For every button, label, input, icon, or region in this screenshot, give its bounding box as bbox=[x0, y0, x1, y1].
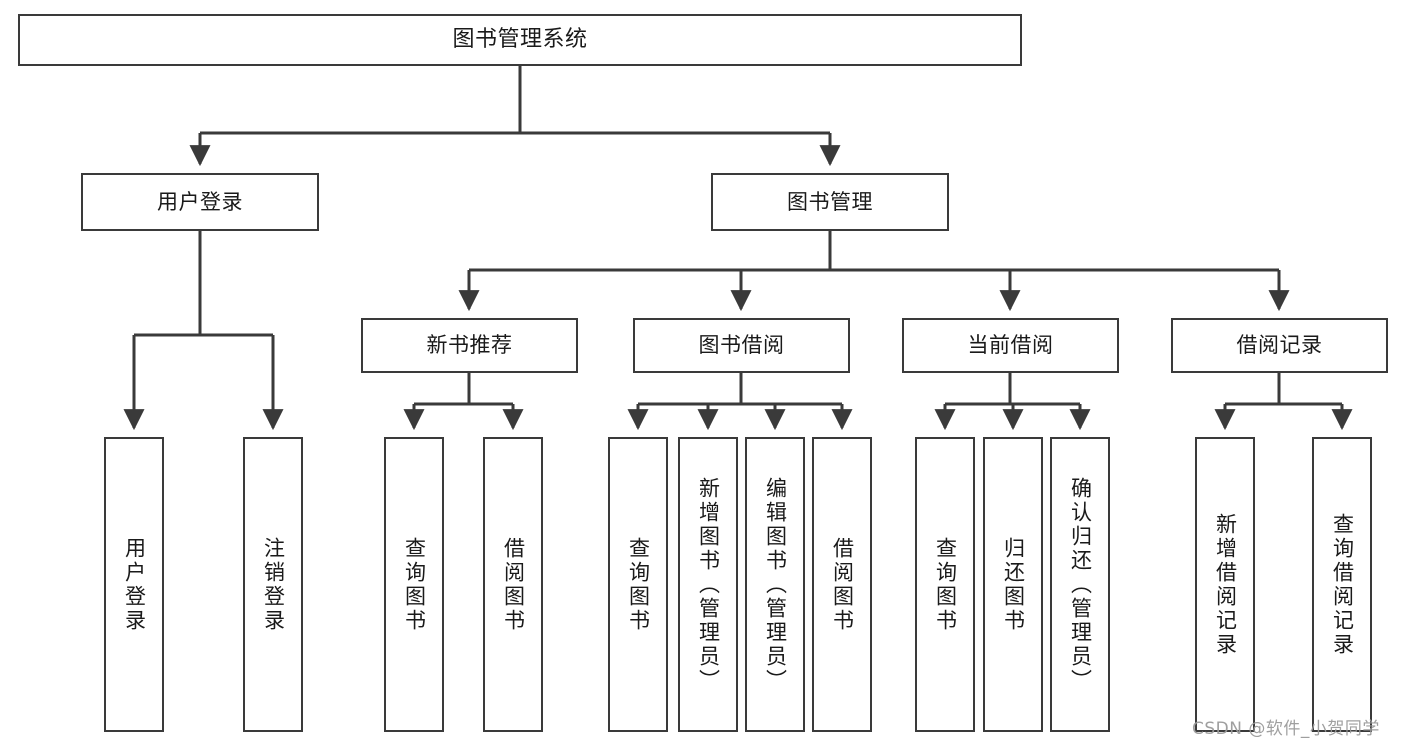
leaf-query-book-borrow[interactable]: 查询图书 bbox=[608, 437, 668, 732]
node-label: 借阅图书 bbox=[501, 536, 526, 633]
node-label: 用户登录 bbox=[157, 189, 243, 214]
node-label: 查询图书 bbox=[626, 536, 651, 633]
node-label: 新增借阅记录 bbox=[1213, 512, 1238, 657]
node-current-borrow[interactable]: 当前借阅 bbox=[902, 318, 1119, 373]
node-book-borrow[interactable]: 图书借阅 bbox=[633, 318, 850, 373]
node-label: 新增图书（管理员） bbox=[696, 476, 721, 693]
watermark-text: CSDN @软件_小贺同学 bbox=[1192, 719, 1380, 739]
leaf-query-book-recommend[interactable]: 查询图书 bbox=[384, 437, 444, 732]
node-label: 用户登录 bbox=[122, 536, 147, 633]
node-label: 归还图书 bbox=[1001, 536, 1026, 633]
leaf-borrow-book-recommend[interactable]: 借阅图书 bbox=[483, 437, 543, 732]
leaf-query-book-current[interactable]: 查询图书 bbox=[915, 437, 975, 732]
leaf-add-book[interactable]: 新增图书（管理员） bbox=[678, 437, 738, 732]
leaf-confirm-return[interactable]: 确认归还（管理员） bbox=[1050, 437, 1110, 732]
leaf-borrow-book[interactable]: 借阅图书 bbox=[812, 437, 872, 732]
leaf-query-borrow-record[interactable]: 查询借阅记录 bbox=[1312, 437, 1372, 732]
node-label: 借阅图书 bbox=[830, 536, 855, 633]
node-label: 新书推荐 bbox=[426, 333, 513, 358]
node-label: 确认归还（管理员） bbox=[1068, 476, 1093, 693]
leaf-user-login[interactable]: 用户登录 bbox=[104, 437, 164, 732]
node-label: 注销登录 bbox=[261, 536, 286, 633]
leaf-logout-login[interactable]: 注销登录 bbox=[243, 437, 303, 732]
node-root-system[interactable]: 图书管理系统 bbox=[18, 14, 1022, 66]
node-user-login[interactable]: 用户登录 bbox=[81, 173, 319, 231]
node-label: 图书管理系统 bbox=[452, 27, 588, 53]
node-label: 借阅记录 bbox=[1236, 333, 1323, 358]
node-label: 查询图书 bbox=[933, 536, 958, 633]
node-label: 图书管理 bbox=[787, 189, 873, 214]
node-new-book-recommend[interactable]: 新书推荐 bbox=[361, 318, 578, 373]
node-label: 查询图书 bbox=[402, 536, 427, 633]
node-label: 编辑图书（管理员） bbox=[763, 476, 788, 693]
node-label: 图书借阅 bbox=[698, 333, 785, 358]
node-borrow-record[interactable]: 借阅记录 bbox=[1171, 318, 1388, 373]
leaf-add-borrow-record[interactable]: 新增借阅记录 bbox=[1195, 437, 1255, 732]
leaf-edit-book[interactable]: 编辑图书（管理员） bbox=[745, 437, 805, 732]
node-book-management[interactable]: 图书管理 bbox=[711, 173, 949, 231]
node-label: 查询借阅记录 bbox=[1330, 512, 1355, 657]
leaf-return-book[interactable]: 归还图书 bbox=[983, 437, 1043, 732]
node-label: 当前借阅 bbox=[967, 333, 1054, 358]
